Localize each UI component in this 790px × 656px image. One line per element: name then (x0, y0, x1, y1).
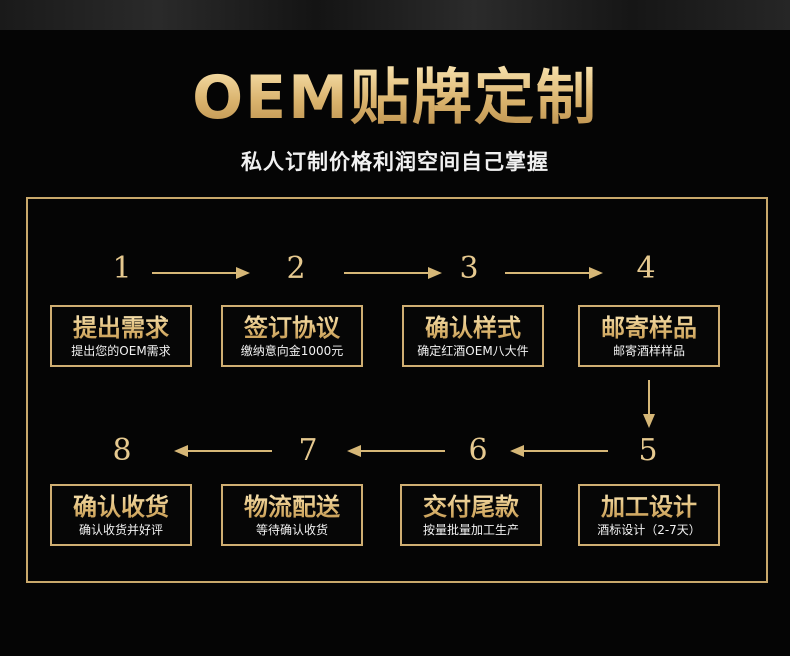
step-desc: 按量批量加工生产 (422, 523, 519, 537)
step-title: 确认收货 (52, 492, 190, 522)
page-subtitle: 私人订制价格利润空间自己掌握 (241, 150, 549, 174)
step-number-1: 1 (112, 251, 132, 286)
step-desc: 等待确认收货 (255, 523, 328, 537)
arrow-left-icon (347, 445, 445, 457)
step-number-4: 4 (636, 251, 656, 286)
process-frame (26, 197, 768, 583)
step-number-5: 5 (638, 433, 658, 468)
step-number-6: 6 (468, 433, 488, 468)
step-desc: 酒标设计（2-7天） (597, 523, 701, 537)
arrow-right-icon (505, 267, 603, 279)
arrow-left-icon (510, 445, 608, 457)
step-box-4: 邮寄样品 邮寄酒样样品 (578, 305, 720, 367)
step-box-8: 确认收货 确认收货并好评 (50, 484, 192, 546)
step-title: 提出需求 (52, 313, 190, 343)
step-title: 加工设计 (580, 492, 718, 522)
top-banner-strip (0, 0, 790, 30)
step-desc: 缴纳意向金1000元 (240, 344, 344, 358)
step-number-2: 2 (286, 251, 306, 286)
arrow-left-icon (174, 445, 272, 457)
arrow-right-icon (152, 267, 250, 279)
arrow-right-icon (344, 267, 442, 279)
step-box-7: 物流配送 等待确认收货 (221, 484, 363, 546)
step-desc: 确认收货并好评 (78, 523, 163, 537)
step-number-7: 7 (298, 433, 318, 468)
step-title: 交付尾款 (402, 492, 540, 522)
step-box-1: 提出需求 提出您的OEM需求 (50, 305, 192, 367)
step-box-5: 加工设计 酒标设计（2-7天） (578, 484, 720, 546)
step-title: 签订协议 (223, 313, 361, 343)
step-number-8: 8 (112, 433, 132, 468)
step-title: 邮寄样品 (580, 313, 718, 343)
step-desc: 提出您的OEM需求 (71, 344, 171, 358)
step-desc: 邮寄酒样样品 (612, 344, 685, 358)
step-box-6: 交付尾款 按量批量加工生产 (400, 484, 542, 546)
step-box-3: 确认样式 确定红酒OEM八大件 (402, 305, 544, 367)
step-title: 物流配送 (223, 492, 361, 522)
page-title: OEM贴牌定制 (0, 62, 790, 134)
step-title: 确认样式 (404, 313, 542, 343)
step-box-2: 签订协议 缴纳意向金1000元 (221, 305, 363, 367)
step-number-3: 3 (459, 251, 479, 286)
arrow-down-icon (643, 380, 655, 428)
step-desc: 确定红酒OEM八大件 (417, 344, 529, 358)
